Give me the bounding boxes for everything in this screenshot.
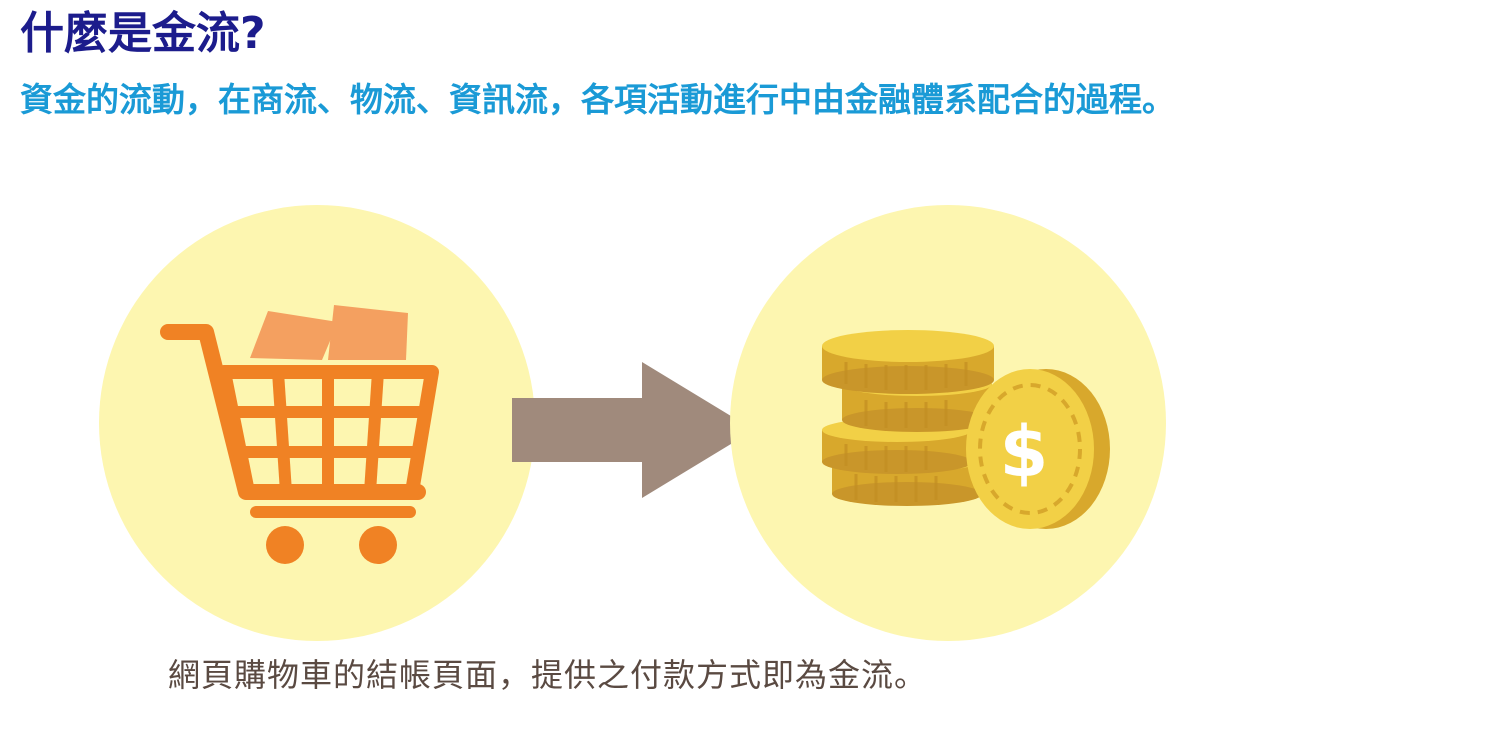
- cart-item-box: [250, 311, 338, 360]
- cart-circle-background: [99, 205, 535, 641]
- dollar-symbol: $: [1000, 411, 1049, 493]
- cart-basket: [217, 365, 439, 499]
- front-coin-face: [966, 369, 1094, 529]
- cart-grid-line: [272, 371, 292, 493]
- coins-circle: $: [730, 205, 1166, 641]
- caption: 網頁購物車的結帳頁面，提供之付款方式即為金流。: [168, 656, 928, 694]
- page-title: 什麼是金流?: [20, 8, 266, 59]
- gold-coins-icon: $: [822, 330, 1110, 529]
- front-coin-rim: [978, 383, 1082, 515]
- shopping-cart-icon: [160, 305, 439, 564]
- cart-wheel: [266, 526, 304, 564]
- right-arrow-icon: [512, 362, 754, 498]
- cart-circle: [99, 205, 535, 641]
- cart-grid-line: [364, 371, 384, 493]
- cart-wheel: [359, 526, 397, 564]
- page-subtitle: 資金的流動，在商流、物流、資訊流，各項活動進行中由金融體系配合的過程。: [20, 80, 1175, 119]
- cart-item-box: [328, 305, 408, 360]
